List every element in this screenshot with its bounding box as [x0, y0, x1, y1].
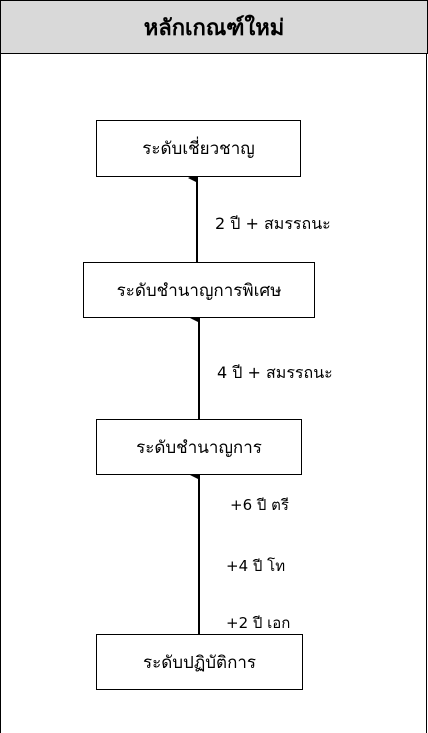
- degree-note-doctorate: +2 ปี เอก: [226, 614, 291, 632]
- degree-note-master: +4 ปี โท: [226, 557, 286, 575]
- level-expert-label: ระดับเชี่ยวชาญ: [142, 139, 255, 159]
- level-practitioner: ระดับปฏิบัติการ: [96, 634, 303, 690]
- level-senior-professional-label: ระดับชำนาญการพิเศษ: [116, 280, 282, 301]
- degree-note-bachelor: +6 ปี ตรี: [230, 496, 289, 514]
- level-professional-label: ระดับชำนาญการ: [136, 437, 262, 458]
- level-senior-professional: ระดับชำนาญการพิเศษ: [83, 262, 315, 318]
- level-practitioner-label: ระดับปฏิบัติการ: [142, 652, 257, 673]
- level-professional: ระดับชำนาญการ: [96, 419, 302, 475]
- level-expert: ระดับเชี่ยวชาญ: [96, 120, 301, 177]
- transition-label-senior: 4 ปี + สมรรถนะ: [217, 363, 333, 382]
- page-title-text: หลักเกณฑ์ใหม่: [143, 15, 285, 41]
- page-title: หลักเกณฑ์ใหม่: [0, 0, 428, 54]
- transition-label-expert: 2 ปี + สมรรถนะ: [215, 214, 331, 233]
